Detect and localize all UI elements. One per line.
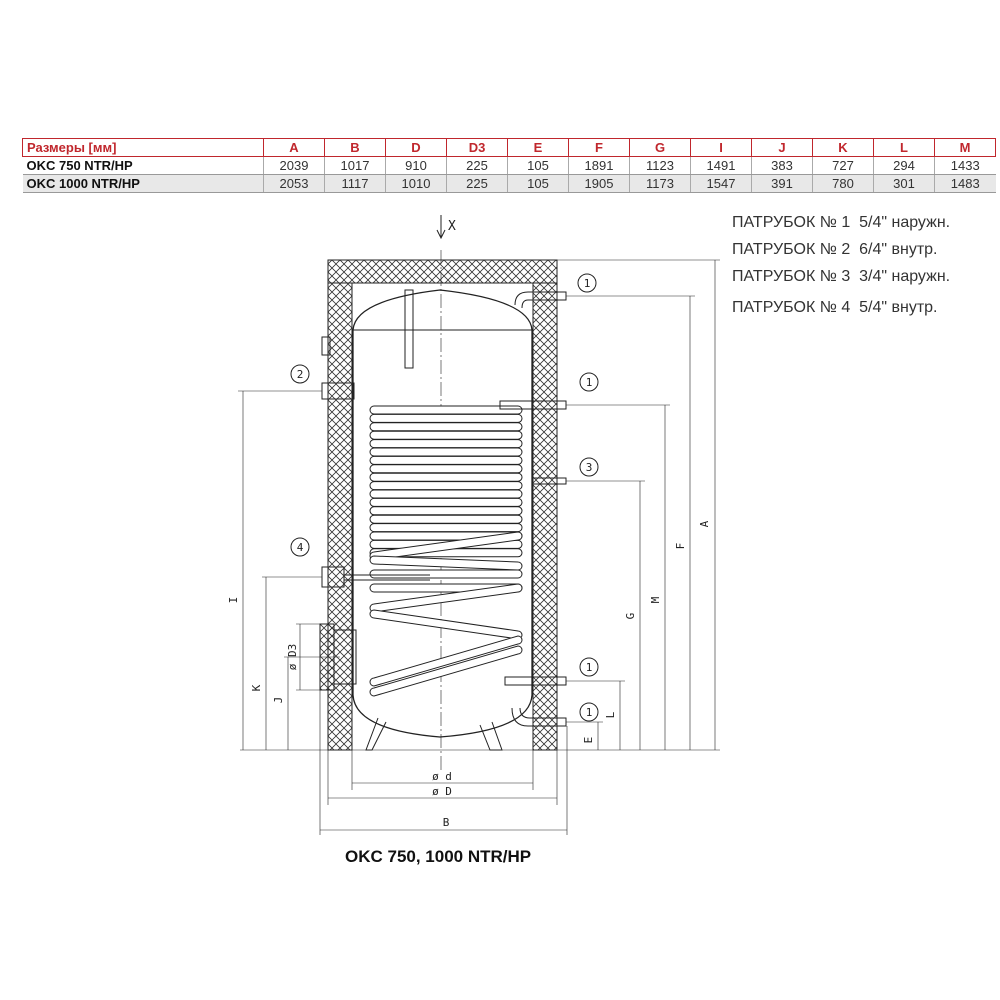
dim-F: F (674, 543, 687, 550)
legend-item: ПАТРУБОК № 2 6/4" внутр. (732, 241, 938, 258)
cell: 1905 (568, 174, 630, 193)
coil-tube (369, 489, 523, 499)
coil-tube (369, 464, 523, 474)
legend-item: ПАТРУБОК № 3 3/4" наружн. (732, 268, 951, 285)
coil-tube (369, 645, 523, 697)
cell: 2053 (263, 174, 325, 193)
dim-M: M (649, 596, 662, 603)
coil-tube (369, 523, 523, 533)
header-cell: M (934, 138, 996, 157)
cell: 1483 (934, 174, 996, 193)
thermometer-port (321, 336, 331, 356)
callout-labels: 1 1 3 1 1 2 4 A F M G L E I K J ø D3 ø d… (227, 277, 711, 829)
dim-G: G (624, 613, 637, 620)
cell: OKC 750 NTR/HP (22, 156, 264, 175)
callout-label: 4 (297, 541, 304, 554)
coil-tube (369, 413, 523, 423)
cell: 225 (446, 174, 508, 193)
cell: 2039 (263, 156, 325, 175)
coil-tube (369, 569, 523, 579)
cell: 294 (873, 156, 935, 175)
dimensions-table: Размеры [мм] A B D D3 E F G I J K L M OK… (22, 138, 996, 193)
coil-tube (369, 430, 523, 440)
coil-tube (369, 481, 523, 491)
header-cell: E (507, 138, 569, 157)
diagram-caption: OKC 750, 1000 NTR/HP (345, 847, 532, 866)
cell: 727 (812, 156, 874, 175)
dim-B: B (443, 816, 450, 829)
coil-tube (369, 422, 523, 432)
heat-exchanger-coil (369, 405, 523, 697)
cell: 1010 (385, 174, 447, 193)
coil-tube (369, 439, 523, 449)
insulation-left (327, 282, 353, 751)
cell: 1491 (690, 156, 752, 175)
cell: 1117 (324, 174, 386, 193)
legend-item: ПАТРУБОК № 1 5/4" наружн. (732, 214, 951, 231)
dim-D: ø D (432, 785, 452, 798)
cell: 1433 (934, 156, 996, 175)
coil-tube (369, 455, 523, 465)
header-cell: D3 (446, 138, 508, 157)
coil-tube (369, 635, 523, 687)
dim-E: E (582, 737, 595, 744)
legend-item: ПАТРУБОК № 4 5/4" внутр. (732, 299, 938, 316)
coil-tube (369, 447, 523, 457)
dim-D3: ø D3 (286, 644, 299, 671)
dim-K: K (250, 684, 263, 691)
header-cell: Размеры [мм] (22, 138, 264, 157)
dim-I: I (227, 597, 240, 604)
header-cell: I (690, 138, 752, 157)
coil-tube (369, 497, 523, 507)
dim-d: ø d (432, 770, 452, 783)
cell: OKC 1000 NTR/HP (22, 174, 264, 193)
cell: 105 (507, 174, 569, 193)
coil-tube (369, 405, 523, 415)
coil-tube (369, 583, 523, 613)
cell: 105 (507, 156, 569, 175)
cell: 1547 (690, 174, 752, 193)
cell: 1123 (629, 156, 691, 175)
header-cell: D (385, 138, 447, 157)
table-row: OKC 750 NTR/HP 2039 1017 910 225 105 189… (22, 156, 996, 175)
cell: 225 (446, 156, 508, 175)
callout-label: 1 (586, 376, 593, 389)
cell: 383 (751, 156, 813, 175)
callout-label: 1 (586, 706, 593, 719)
anode-rod (404, 289, 414, 369)
cell: 1173 (629, 174, 691, 193)
callout-label: 1 (584, 277, 591, 290)
dim-L: L (604, 711, 617, 718)
cell: 1891 (568, 156, 630, 175)
callout-label: 1 (586, 661, 593, 674)
insulation-right (532, 282, 558, 751)
table-header-row: Размеры [мм] A B D D3 E F G I J K L M (22, 138, 996, 157)
callout-label: 3 (586, 461, 593, 474)
coil-tube (369, 506, 523, 516)
coil-tube (369, 514, 523, 524)
cell: 301 (873, 174, 935, 193)
cell: 910 (385, 156, 447, 175)
insulation-top (327, 259, 558, 284)
cell: 391 (751, 174, 813, 193)
dim-A: A (698, 520, 711, 527)
callout-label: 2 (297, 368, 304, 381)
cell: 780 (812, 174, 874, 193)
table-row: OKC 1000 NTR/HP 2053 1117 1010 225 105 1… (22, 174, 996, 193)
dim-J: J (272, 697, 285, 704)
coil-tube (369, 531, 523, 561)
coil-tube (369, 472, 523, 482)
cell: 1017 (324, 156, 386, 175)
axis-label: X (448, 219, 456, 234)
